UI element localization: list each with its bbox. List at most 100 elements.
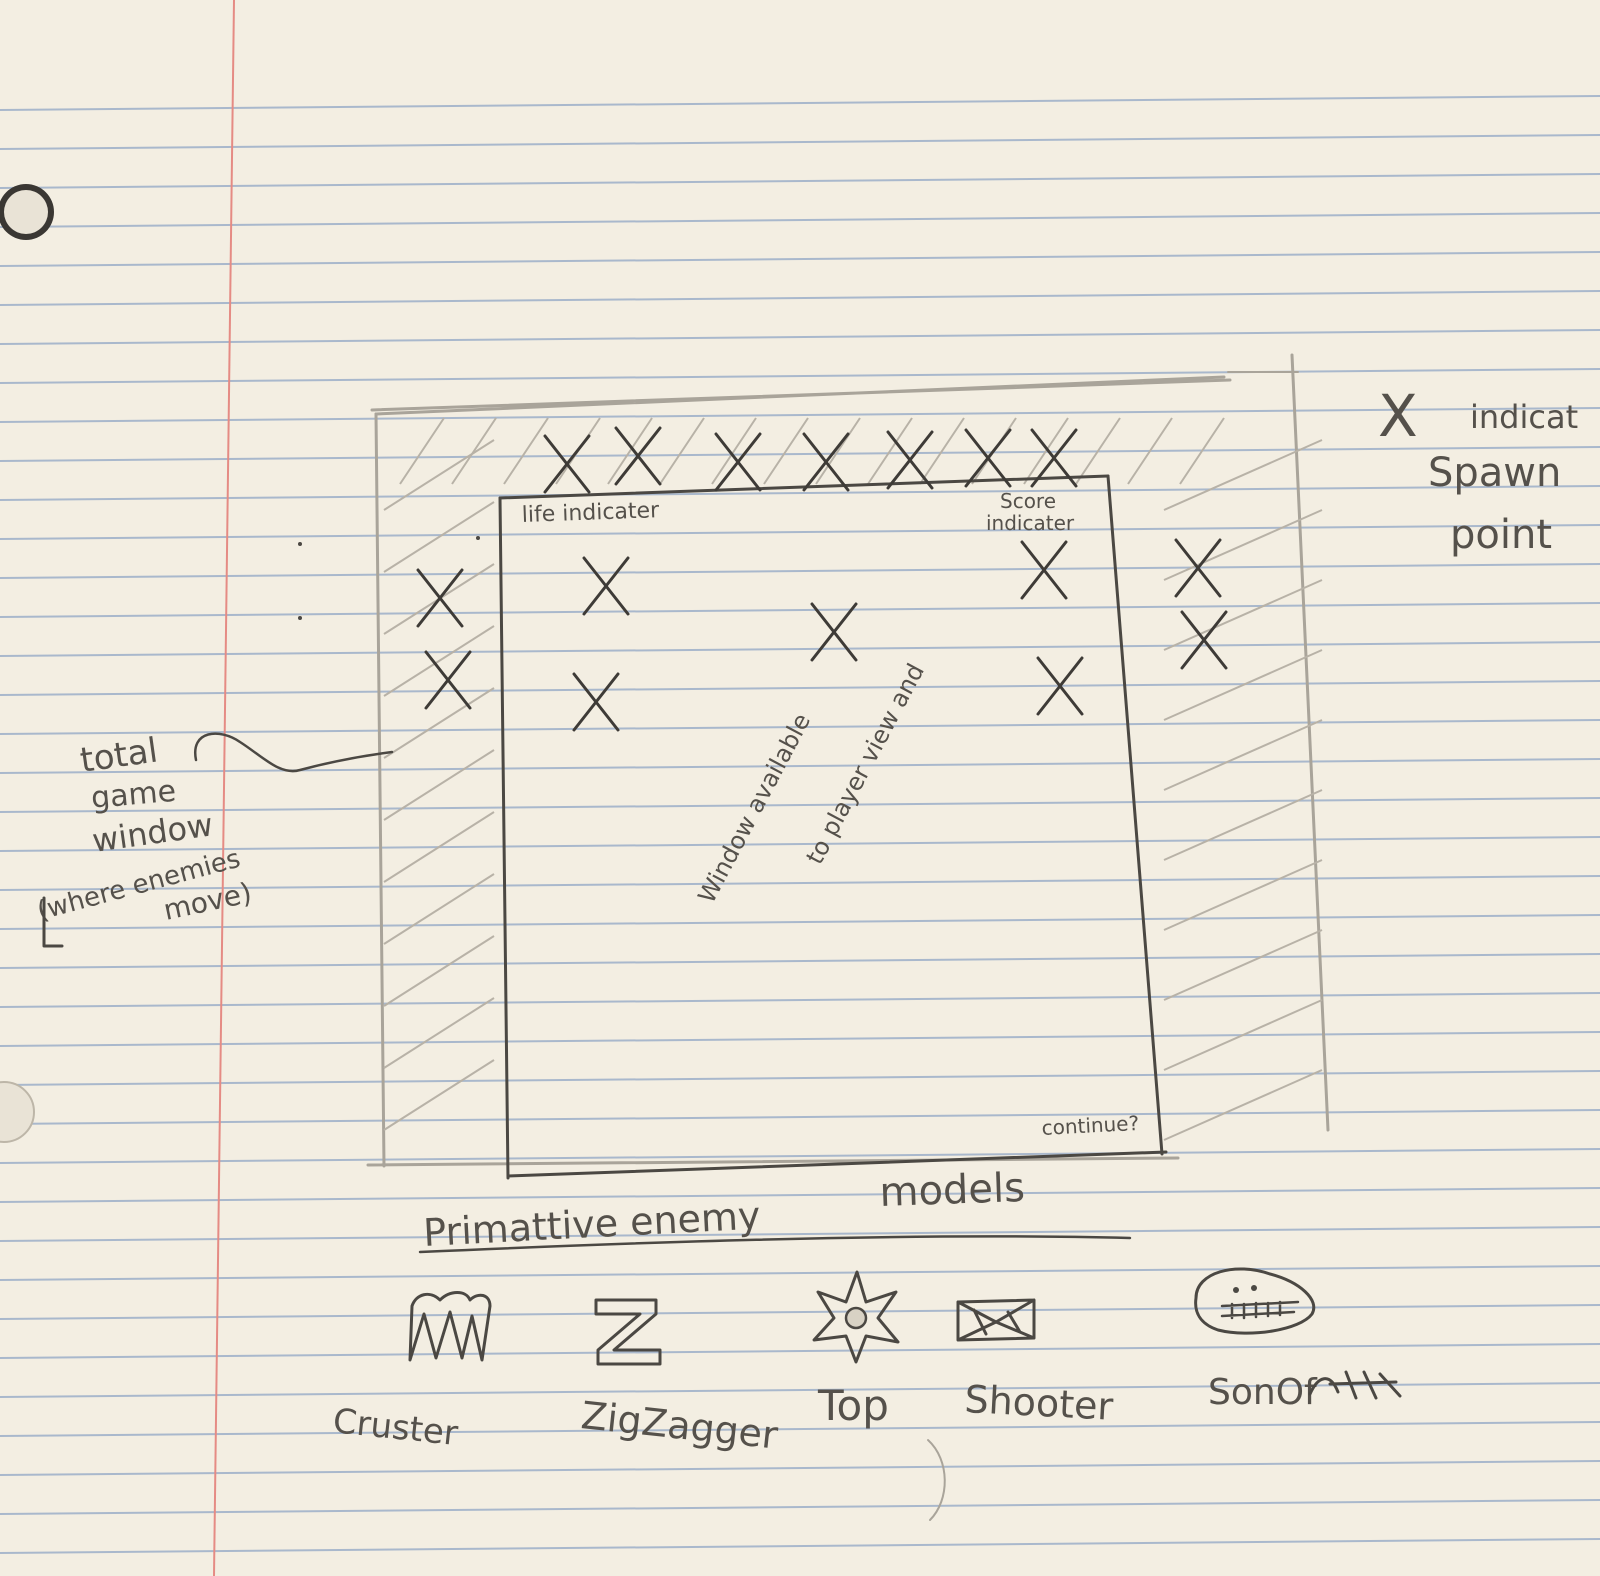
legend-text-2: Spawn <box>1428 450 1561 496</box>
hatch-stroke <box>383 749 495 821</box>
rule-line <box>0 1304 1600 1320</box>
rule-line <box>0 329 1600 345</box>
rule-line <box>0 1031 1600 1047</box>
hatch-stroke <box>1163 1069 1323 1141</box>
hatch-stroke <box>1023 417 1069 485</box>
rule-line <box>0 95 1600 111</box>
hatch-stroke <box>383 687 495 759</box>
rule-line <box>0 914 1600 930</box>
hatch-stroke <box>383 1059 495 1131</box>
hatch-stroke <box>1127 417 1173 485</box>
rule-line <box>0 563 1600 579</box>
spawn-x-mark <box>810 602 858 662</box>
hatch-stroke <box>383 935 495 1007</box>
sonof-icon <box>1194 1267 1316 1335</box>
hatch-stroke <box>1163 999 1323 1071</box>
rule-line <box>0 641 1600 657</box>
hatch-stroke <box>503 417 549 485</box>
life-indicator-label: life indicater <box>521 498 660 528</box>
spawn-x-mark <box>1180 610 1228 670</box>
stray-curve <box>927 1439 946 1521</box>
spawn-x-mark <box>572 672 620 732</box>
rule-line <box>0 602 1600 618</box>
rule-line <box>0 407 1600 423</box>
hatch-stroke <box>919 417 965 485</box>
stray-dot <box>476 536 480 540</box>
outer-left-edge <box>374 412 386 1168</box>
enemy-name-shooter: Shooter <box>964 1377 1115 1429</box>
legend-text-3: point <box>1450 512 1552 558</box>
rule-line <box>0 1148 1600 1164</box>
enemy-name-top: Top <box>817 1381 889 1430</box>
cruster-icon <box>408 1291 492 1362</box>
spawn-x-mark <box>1020 540 1068 600</box>
inner-right-edge <box>1106 474 1164 1156</box>
hatch-stroke <box>659 417 705 485</box>
score-indicator-label-2: indicater <box>986 511 1075 535</box>
rule-line <box>0 368 1600 384</box>
rule-line <box>0 758 1600 774</box>
hatch-stroke <box>1163 859 1323 931</box>
rule-line <box>0 446 1600 462</box>
hatch-stroke <box>1163 439 1323 511</box>
total-game-window <box>366 353 1330 1168</box>
zigzagger-icon <box>594 1298 662 1366</box>
hatch-stroke <box>763 417 809 485</box>
rule-line <box>0 719 1600 735</box>
hatch-stroke <box>399 417 445 485</box>
binder-hole-top-inner <box>4 190 48 234</box>
enemy-heading-2: models <box>879 1165 1026 1216</box>
hatching-top <box>399 417 1225 485</box>
continue-label: continue? <box>1041 1111 1140 1140</box>
spawn-legend: X indicat Spawn point <box>1378 382 1578 558</box>
annotation-line-2: game <box>90 774 178 816</box>
inner-bottom-edge <box>506 1150 1168 1178</box>
hatch-stroke <box>1179 417 1225 485</box>
rule-line <box>0 173 1600 189</box>
rule-line <box>0 524 1600 540</box>
rule-line <box>0 134 1600 150</box>
inner-left-edge <box>498 496 510 1180</box>
rule-line <box>0 953 1600 969</box>
legend-marker: X <box>1378 382 1418 450</box>
rule-line <box>0 1109 1600 1125</box>
hatch-stroke <box>383 625 495 697</box>
spawn-x-mark <box>802 432 850 492</box>
hatch-stroke <box>815 417 861 485</box>
spawn-x-mark <box>1174 538 1222 598</box>
rule-line <box>0 797 1600 813</box>
ruled-lines <box>0 95 1600 1554</box>
hatch-stroke <box>607 417 653 485</box>
hatching-right <box>1163 439 1323 1141</box>
hatch-stroke <box>383 873 495 945</box>
hatch-stroke <box>383 501 495 573</box>
outer-bottom-edge <box>366 1156 1180 1167</box>
hatch-stroke <box>711 417 757 485</box>
spawn-x-mark <box>1036 656 1084 716</box>
scribble-out-mark <box>1308 1370 1402 1400</box>
binder-hole-bottom <box>0 1081 35 1143</box>
hatch-stroke <box>1163 719 1323 791</box>
spawn-x-mark <box>582 556 630 616</box>
hatch-stroke <box>1163 789 1323 861</box>
spawn-x-mark <box>714 432 762 492</box>
rule-line <box>0 992 1600 1008</box>
hatch-stroke <box>1163 929 1323 1001</box>
spawn-x-mark <box>1030 428 1078 488</box>
spawn-x-mark <box>543 434 591 494</box>
spawn-x-mark <box>886 430 934 490</box>
hatch-stroke <box>867 417 913 485</box>
spawn-points <box>416 426 1228 732</box>
rule-line <box>0 1538 1600 1554</box>
spawn-x-mark <box>964 428 1012 488</box>
rule-line <box>0 1187 1600 1203</box>
hatch-stroke <box>451 417 497 485</box>
rule-line <box>0 1499 1600 1515</box>
hatching-left <box>383 439 495 1131</box>
rule-line <box>0 1421 1600 1437</box>
rule-line <box>0 290 1600 306</box>
outer-top-edge <box>370 375 1232 416</box>
rule-line <box>0 485 1600 501</box>
